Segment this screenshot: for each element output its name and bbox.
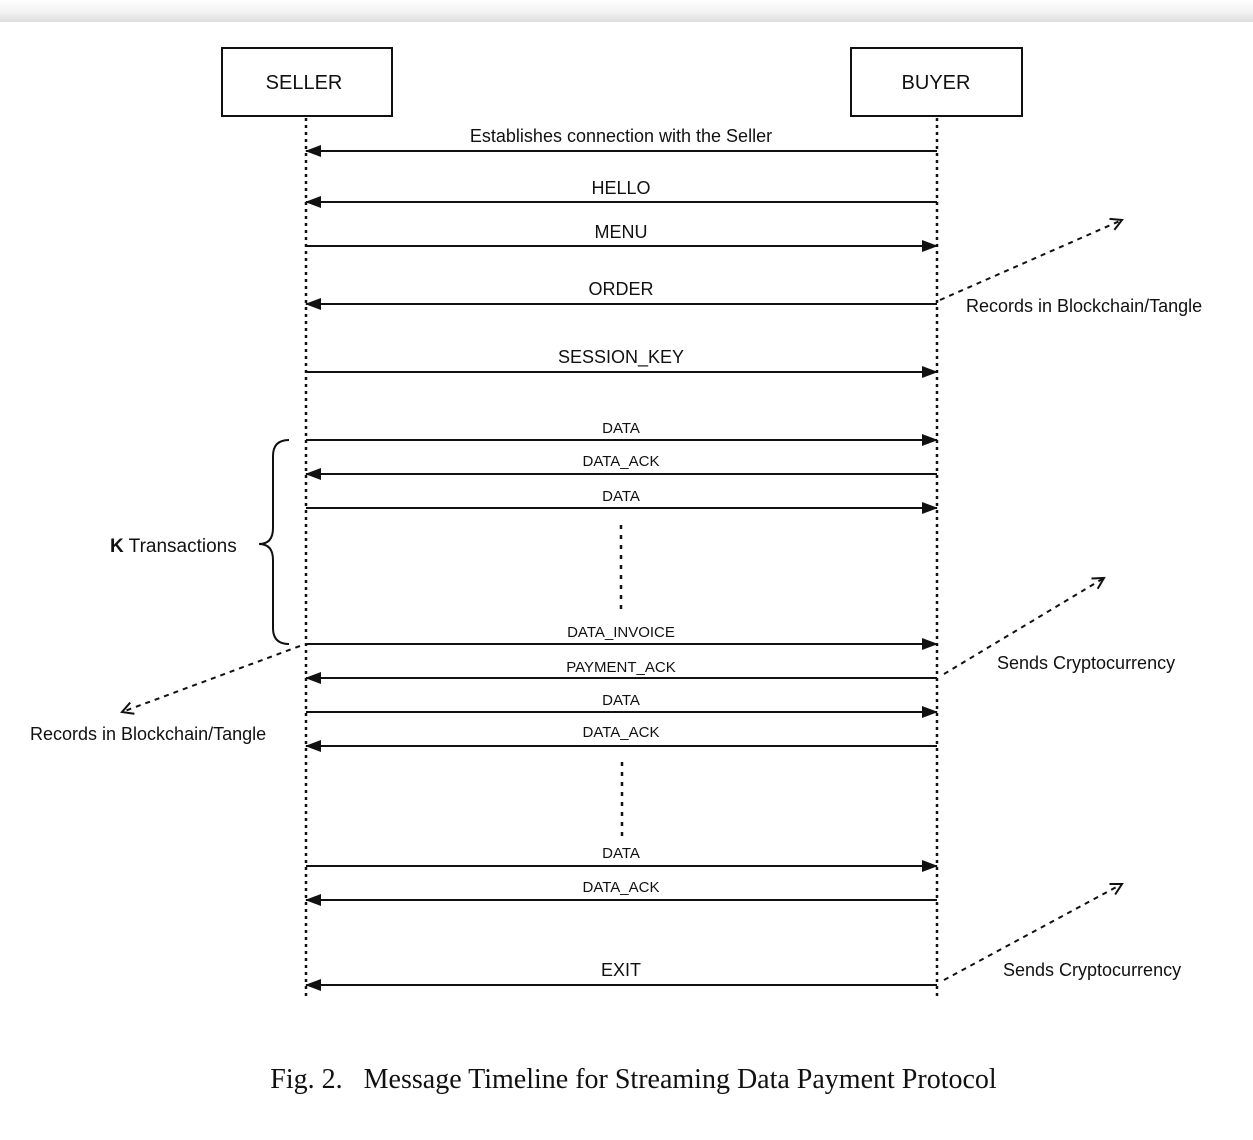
message-label: DATA_ACK (583, 724, 660, 741)
message-label: ORDER (588, 279, 653, 299)
buyer-box (850, 47, 1023, 117)
message-label: DATA_INVOICE (567, 624, 675, 641)
message-label: MENU (595, 222, 648, 242)
k-transactions-label: K Transactions (110, 536, 237, 557)
message-label: DATA (602, 692, 640, 709)
message-label: DATA (602, 420, 640, 437)
message-label: EXIT (601, 960, 641, 980)
message-label: HELLO (591, 178, 650, 198)
top-toolbar-strip (0, 0, 1253, 22)
order-record-arrow (939, 220, 1122, 301)
message-label: DATA_ACK (583, 879, 660, 896)
payment-send-note: Sends Cryptocurrency (997, 653, 1175, 673)
exit-send-arrow (943, 884, 1122, 981)
message-label: Establishes connection with the Seller (470, 126, 772, 146)
message-label: DATA (602, 845, 640, 862)
order-record-note: Records in Blockchain/Tangle (966, 296, 1202, 316)
message-label: SESSION_KEY (558, 347, 684, 368)
invoice-record-note: Records in Blockchain/Tangle (30, 724, 266, 744)
seller-label: SELLER (266, 72, 343, 94)
exit-send-note: Sends Cryptocurrency (1003, 960, 1181, 980)
message-label: DATA_ACK (583, 453, 660, 470)
seller-box (221, 47, 393, 117)
message-label: DATA (602, 488, 640, 505)
buyer-label: BUYER (902, 72, 971, 94)
figure-title: Message Timeline for Streaming Data Paym… (363, 1064, 997, 1095)
message-label: PAYMENT_ACK (566, 659, 675, 676)
k-transactions-brace (258, 439, 290, 645)
invoice-record-arrow (122, 645, 301, 712)
payment-send-arrow (943, 578, 1104, 675)
figure-caption: Fig. 2. Message Timeline for Streaming D… (0, 1064, 1253, 1096)
figure-number: Fig. 2. (270, 1064, 343, 1095)
